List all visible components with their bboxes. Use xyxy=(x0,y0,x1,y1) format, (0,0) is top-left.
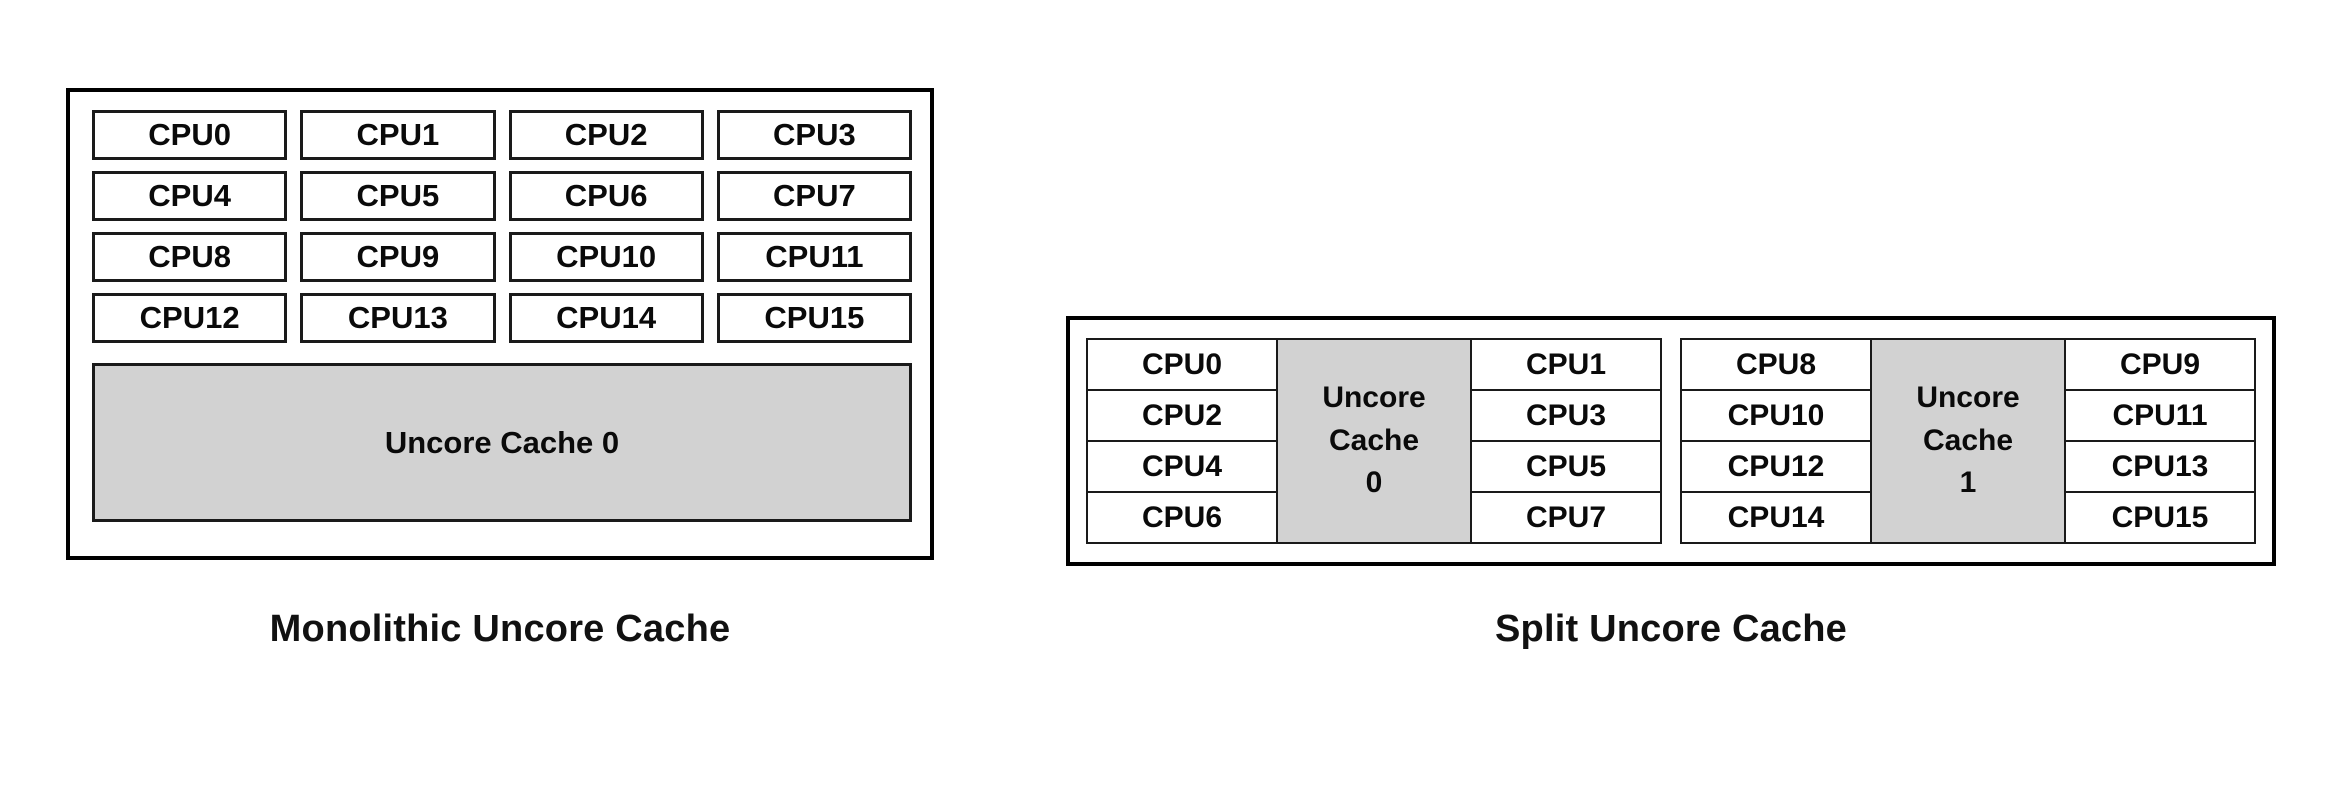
cluster-0-left-cpu-column: CPU0 CPU2 CPU4 CPU6 xyxy=(1086,338,1278,544)
cpu-box: CPU3 xyxy=(716,110,912,160)
cpu-box: CPU12 xyxy=(92,293,288,343)
cpu-box: CPU1 xyxy=(1470,338,1662,391)
cpu-box: CPU0 xyxy=(92,110,288,160)
split-cluster-row: CPU0 CPU2 CPU4 CPU6 Uncore Cache 0 CPU1 … xyxy=(1086,338,2256,544)
monolithic-package-outline: CPU0 CPU1 CPU2 CPU3 CPU4 CPU5 CPU6 CPU7 … xyxy=(66,88,934,560)
cpu-box: CPU15 xyxy=(716,293,912,343)
split-caption: Split Uncore Cache xyxy=(1494,608,1848,650)
uncore-cache-block: Uncore Cache 0 xyxy=(92,363,912,522)
cluster-1-left-cpu-column: CPU8 CPU10 CPU12 CPU14 xyxy=(1680,338,1872,544)
cpu-box: CPU13 xyxy=(300,293,496,343)
cpu-box: CPU7 xyxy=(716,171,912,221)
cache-label-line-2: Cache xyxy=(1922,423,2014,457)
cluster-0: CPU0 CPU2 CPU4 CPU6 Uncore Cache 0 CPU1 … xyxy=(1086,338,1662,544)
cpu-box: CPU4 xyxy=(92,171,288,221)
cpu-box: CPU1 xyxy=(300,110,496,160)
cpu-box: CPU6 xyxy=(1086,491,1278,544)
cpu-box: CPU7 xyxy=(1470,491,1662,544)
cluster-1-right-cpu-column: CPU9 CPU11 CPU13 CPU15 xyxy=(2064,338,2256,544)
cpu-box: CPU12 xyxy=(1680,440,1872,493)
monolithic-caption: Monolithic Uncore Cache xyxy=(269,608,731,650)
cache-label-line-2: Cache xyxy=(1328,423,1420,457)
cpu-box: CPU14 xyxy=(1680,491,1872,544)
cache-label-line-1: Uncore xyxy=(1916,381,2020,415)
cpu-box: CPU6 xyxy=(508,171,704,221)
cluster-0-right-cpu-column: CPU1 CPU3 CPU5 CPU7 xyxy=(1470,338,1662,544)
cpu-box: CPU9 xyxy=(300,232,496,282)
cpu-box: CPU8 xyxy=(1680,338,1872,391)
cache-label-line-3: 1 xyxy=(1959,466,1977,500)
cpu-box: CPU10 xyxy=(508,232,704,282)
uncore-cache-block-1: Uncore Cache 1 xyxy=(1870,338,2066,544)
cpu-box: CPU2 xyxy=(1086,389,1278,442)
monolithic-cpu-grid: CPU0 CPU1 CPU2 CPU3 CPU4 CPU5 CPU6 CPU7 … xyxy=(92,110,912,343)
cpu-box: CPU0 xyxy=(1086,338,1278,391)
cache-label-line-1: Uncore xyxy=(1322,381,1426,415)
cpu-box: CPU5 xyxy=(300,171,496,221)
cpu-box: CPU11 xyxy=(716,232,912,282)
cpu-box: CPU8 xyxy=(92,232,288,282)
split-package-outline: CPU0 CPU2 CPU4 CPU6 Uncore Cache 0 CPU1 … xyxy=(1066,316,2276,566)
cpu-box: CPU9 xyxy=(2064,338,2256,391)
cpu-box: CPU5 xyxy=(1470,440,1662,493)
uncore-cache-block-0: Uncore Cache 0 xyxy=(1276,338,1472,544)
cpu-box: CPU10 xyxy=(1680,389,1872,442)
cpu-box: CPU14 xyxy=(508,293,704,343)
cpu-box: CPU2 xyxy=(508,110,704,160)
cpu-box: CPU15 xyxy=(2064,491,2256,544)
cpu-box: CPU4 xyxy=(1086,440,1278,493)
cpu-box: CPU3 xyxy=(1470,389,1662,442)
cache-label-line-3: 0 xyxy=(1365,466,1383,500)
cluster-1: CPU8 CPU10 CPU12 CPU14 Uncore Cache 1 CP… xyxy=(1680,338,2256,544)
cpu-box: CPU11 xyxy=(2064,389,2256,442)
cpu-box: CPU13 xyxy=(2064,440,2256,493)
